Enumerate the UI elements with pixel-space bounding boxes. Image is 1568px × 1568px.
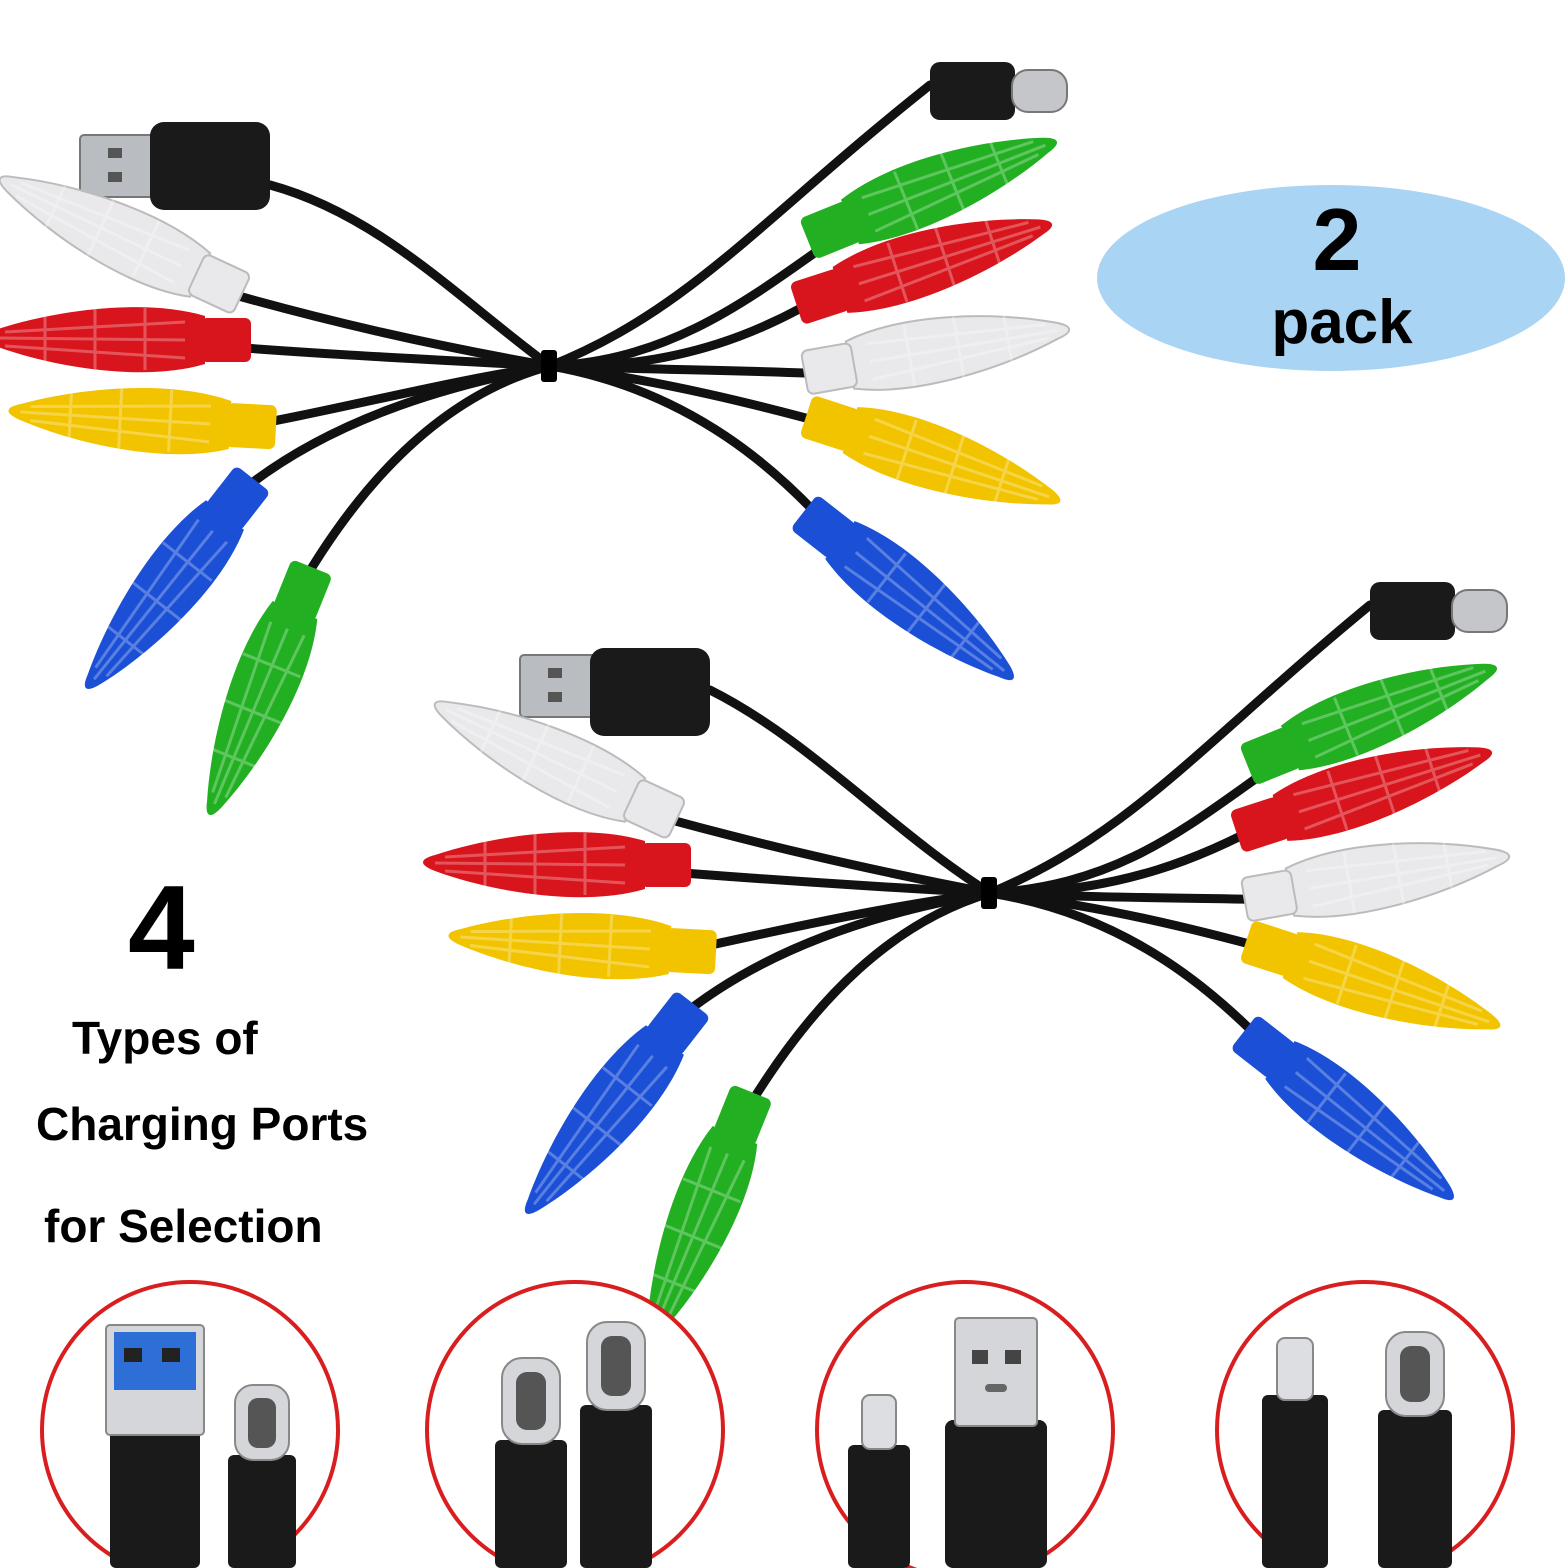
port-circle-usb-c-usb-c — [425, 1280, 725, 1568]
bulb-red — [421, 830, 693, 899]
port-circle-lightning-usb-a — [815, 1280, 1115, 1568]
pack-count: 2 — [1312, 190, 1362, 289]
port-types-count: 4 — [128, 861, 195, 995]
usb-a-connector — [519, 648, 710, 736]
bottom-cable — [418, 582, 1516, 1355]
usb-a-connector — [79, 122, 270, 210]
usb-a-plug-icon — [105, 1324, 205, 1568]
bulb-green — [179, 553, 344, 830]
lightning-plug-icon — [1262, 1337, 1328, 1568]
bulb-blue — [782, 484, 1037, 705]
usb-c-plug-icon — [228, 1384, 296, 1568]
lightning-plug-icon — [848, 1394, 910, 1568]
cable-tie — [981, 877, 997, 909]
port-circle-usb-a-usb-c — [40, 1280, 340, 1568]
usb-a-plug-icon — [945, 1317, 1047, 1568]
usb-c-connector — [930, 62, 1068, 120]
bulb-yellow — [5, 379, 280, 462]
pack-label: pack — [1271, 288, 1413, 357]
bulb-red — [0, 305, 253, 374]
usb-c-plug-icon — [1378, 1331, 1452, 1568]
usb-c-plug-icon — [580, 1321, 652, 1568]
headline-line-3: for Selection — [44, 1200, 323, 1252]
headline-line-2: Charging Ports — [36, 1098, 369, 1150]
usb-c-connector — [1370, 582, 1508, 640]
pack-badge — [1097, 185, 1565, 371]
bulb-yellow — [794, 383, 1073, 532]
top-cable — [0, 62, 1076, 830]
usb-c-plug-icon — [495, 1357, 567, 1568]
cable-tie — [541, 350, 557, 382]
bulb-blue — [1222, 1004, 1477, 1225]
headline-line-1: Types of — [72, 1012, 258, 1064]
bulb-yellow — [445, 904, 720, 987]
port-type-circles — [40, 1280, 1515, 1568]
port-circle-lightning-usb-c — [1215, 1280, 1515, 1568]
